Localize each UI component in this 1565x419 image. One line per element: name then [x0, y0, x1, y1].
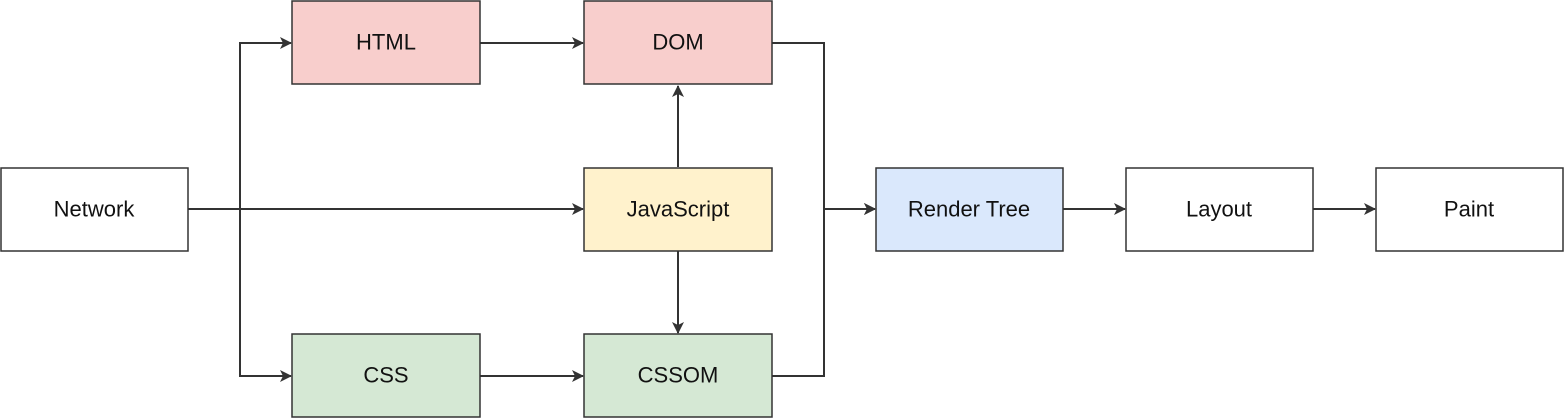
node-network-label: Network: [54, 197, 136, 222]
node-css: CSS: [291, 333, 481, 418]
node-layout: Layout: [1125, 167, 1314, 252]
node-html-label: HTML: [356, 30, 416, 55]
edge-network-html: [188, 37, 292, 210]
edge-cssom-render-tree: [772, 203, 876, 377]
edges: [188, 37, 1376, 382]
node-render-tree: Render Tree: [875, 167, 1064, 252]
node-javascript-label: JavaScript: [627, 197, 730, 222]
edge-dom-render-tree: [772, 42, 876, 215]
node-dom: DOM: [583, 0, 773, 85]
node-css-label: CSS: [363, 363, 408, 388]
edge-network-css: [188, 208, 292, 382]
node-cssom-label: CSSOM: [638, 363, 719, 388]
node-javascript: JavaScript: [583, 167, 773, 252]
node-paint: Paint: [1375, 167, 1564, 252]
node-dom-label: DOM: [652, 30, 703, 55]
node-paint-label: Paint: [1444, 197, 1494, 222]
node-render-tree-label: Render Tree: [908, 197, 1030, 222]
node-html: HTML: [291, 0, 481, 85]
node-network: Network: [0, 167, 189, 252]
node-cssom: CSSOM: [583, 333, 773, 418]
node-layout-label: Layout: [1186, 197, 1252, 222]
